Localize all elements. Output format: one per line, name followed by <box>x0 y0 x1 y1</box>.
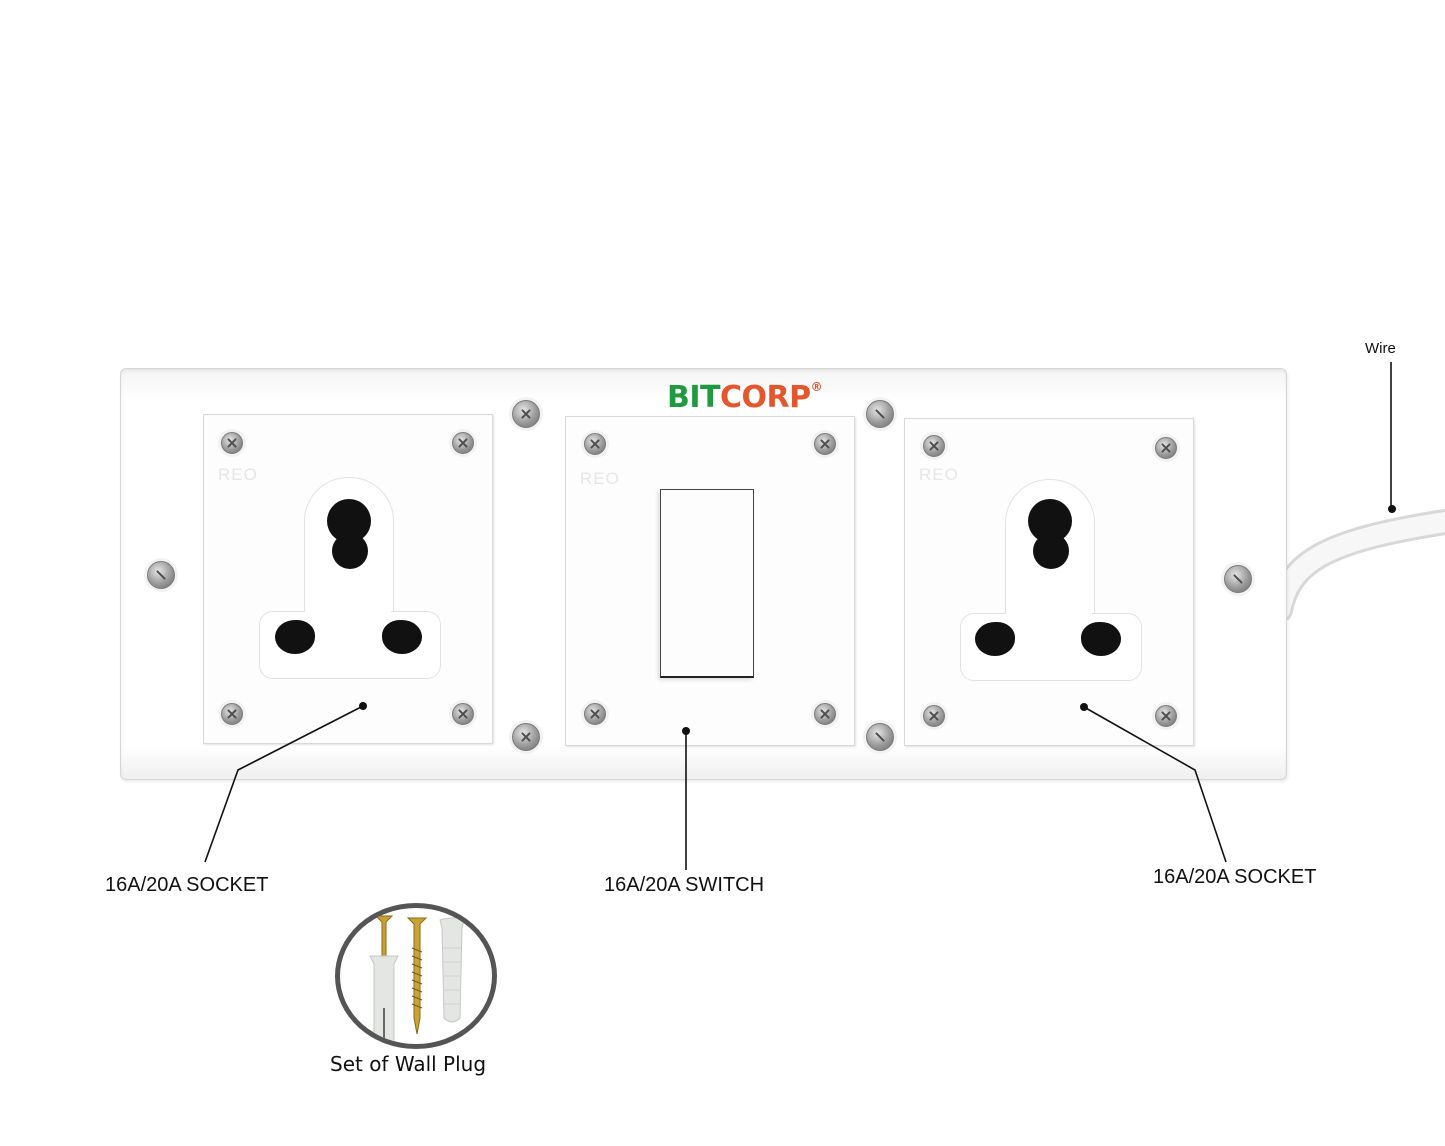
brand-logo-part1: BIT <box>667 380 721 415</box>
maker-mark: REO <box>580 469 620 488</box>
plate-screw-icon <box>923 435 945 457</box>
right-socket-module: REO <box>904 418 1194 746</box>
rocker-switch[interactable] <box>660 489 754 678</box>
board-screw-icon <box>147 561 175 589</box>
board-screw-icon <box>866 400 894 428</box>
maker-mark: REO <box>218 465 258 484</box>
plate-screw-icon <box>814 433 836 455</box>
plate-screw-icon <box>814 703 836 725</box>
plate-screw-icon <box>923 705 945 727</box>
board-screw-icon <box>512 723 540 751</box>
plate-screw-icon <box>221 432 243 454</box>
earth-pin-hole[interactable] <box>332 533 368 569</box>
left-socket-module: REO <box>203 414 493 744</box>
plate-screw-icon <box>221 703 243 725</box>
board-screw-icon <box>1224 565 1252 593</box>
registered-mark: ® <box>810 380 823 394</box>
neutral-pin-hole[interactable] <box>382 620 422 654</box>
wall-plug-icon <box>369 915 465 1044</box>
maker-mark: REO <box>919 465 959 484</box>
live-pin-hole[interactable] <box>275 620 315 654</box>
plate-screw-icon <box>452 703 474 725</box>
switch-label: 16A/20A SWITCH <box>604 874 765 896</box>
plate-screw-icon <box>584 433 606 455</box>
brand-logo-part2: CORP <box>720 380 811 415</box>
wall-plug-caption: Set of Wall Plug <box>330 1052 487 1076</box>
board-screw-icon <box>866 723 894 751</box>
plate-screw-icon <box>452 432 474 454</box>
live-pin-hole[interactable] <box>975 622 1015 656</box>
left-socket-label: 16A/20A SOCKET <box>105 874 269 896</box>
plate-screw-icon <box>584 703 606 725</box>
earth-pin-hole[interactable] <box>1033 533 1069 569</box>
plate-screw-icon <box>1155 437 1177 459</box>
switch-module: REO <box>565 416 855 746</box>
wire-label: Wire <box>1365 340 1396 357</box>
plate-screw-icon <box>1155 705 1177 727</box>
wall-plug-set-badge <box>335 903 497 1049</box>
brand-logo: BITCORP® <box>667 380 823 415</box>
right-socket-label: 16A/20A SOCKET <box>1153 866 1317 888</box>
board-screw-icon <box>512 400 540 428</box>
neutral-pin-hole[interactable] <box>1081 622 1121 656</box>
